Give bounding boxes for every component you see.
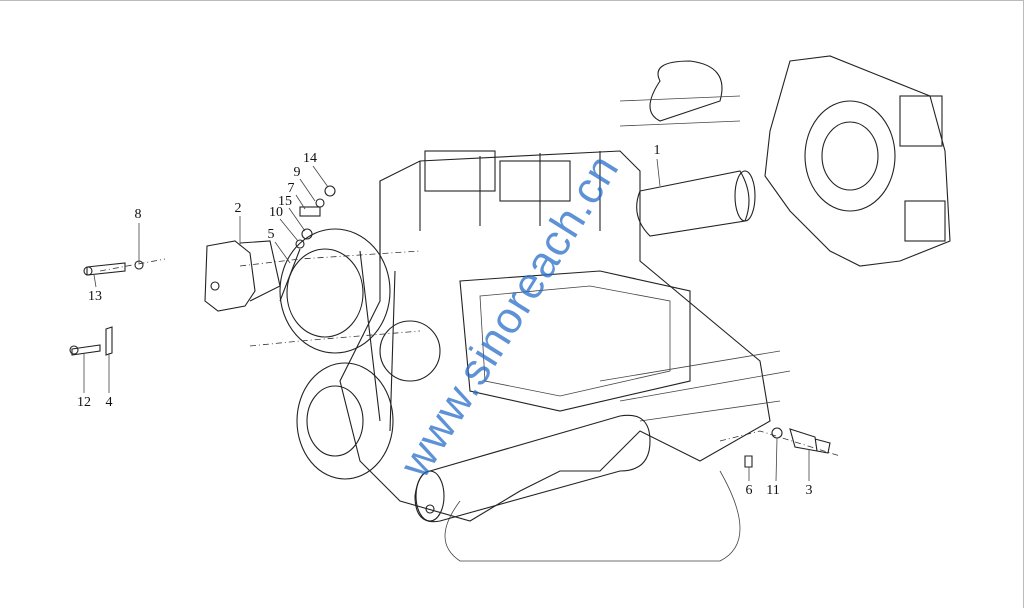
part-label-8: 8 [134, 207, 142, 222]
part-label-15: 15 [278, 194, 292, 209]
part-label-1: 1 [653, 143, 661, 158]
engine-block [339, 150, 791, 562]
part-label-2: 2 [234, 201, 242, 216]
part-label-9: 9 [293, 165, 301, 180]
part-label-13: 13 [88, 289, 102, 304]
water-pump [204, 240, 281, 312]
part-label-6: 6 [745, 483, 753, 498]
flywheel-housing [764, 55, 951, 267]
small-parts [69, 185, 831, 468]
part-label-10: 10 [269, 205, 283, 220]
part-label-12: 12 [77, 395, 91, 410]
assembly-lines [99, 250, 841, 457]
part-label-11: 11 [766, 483, 780, 498]
part-label-5: 5 [267, 227, 275, 242]
part-label-4: 4 [105, 395, 113, 410]
part-label-14: 14 [303, 151, 317, 166]
part-label-3: 3 [805, 483, 813, 498]
alternator [619, 60, 756, 237]
part-label-7: 7 [287, 181, 295, 196]
pulleys [279, 228, 441, 480]
leader-lines [83, 158, 810, 482]
starter-motor [414, 414, 651, 523]
